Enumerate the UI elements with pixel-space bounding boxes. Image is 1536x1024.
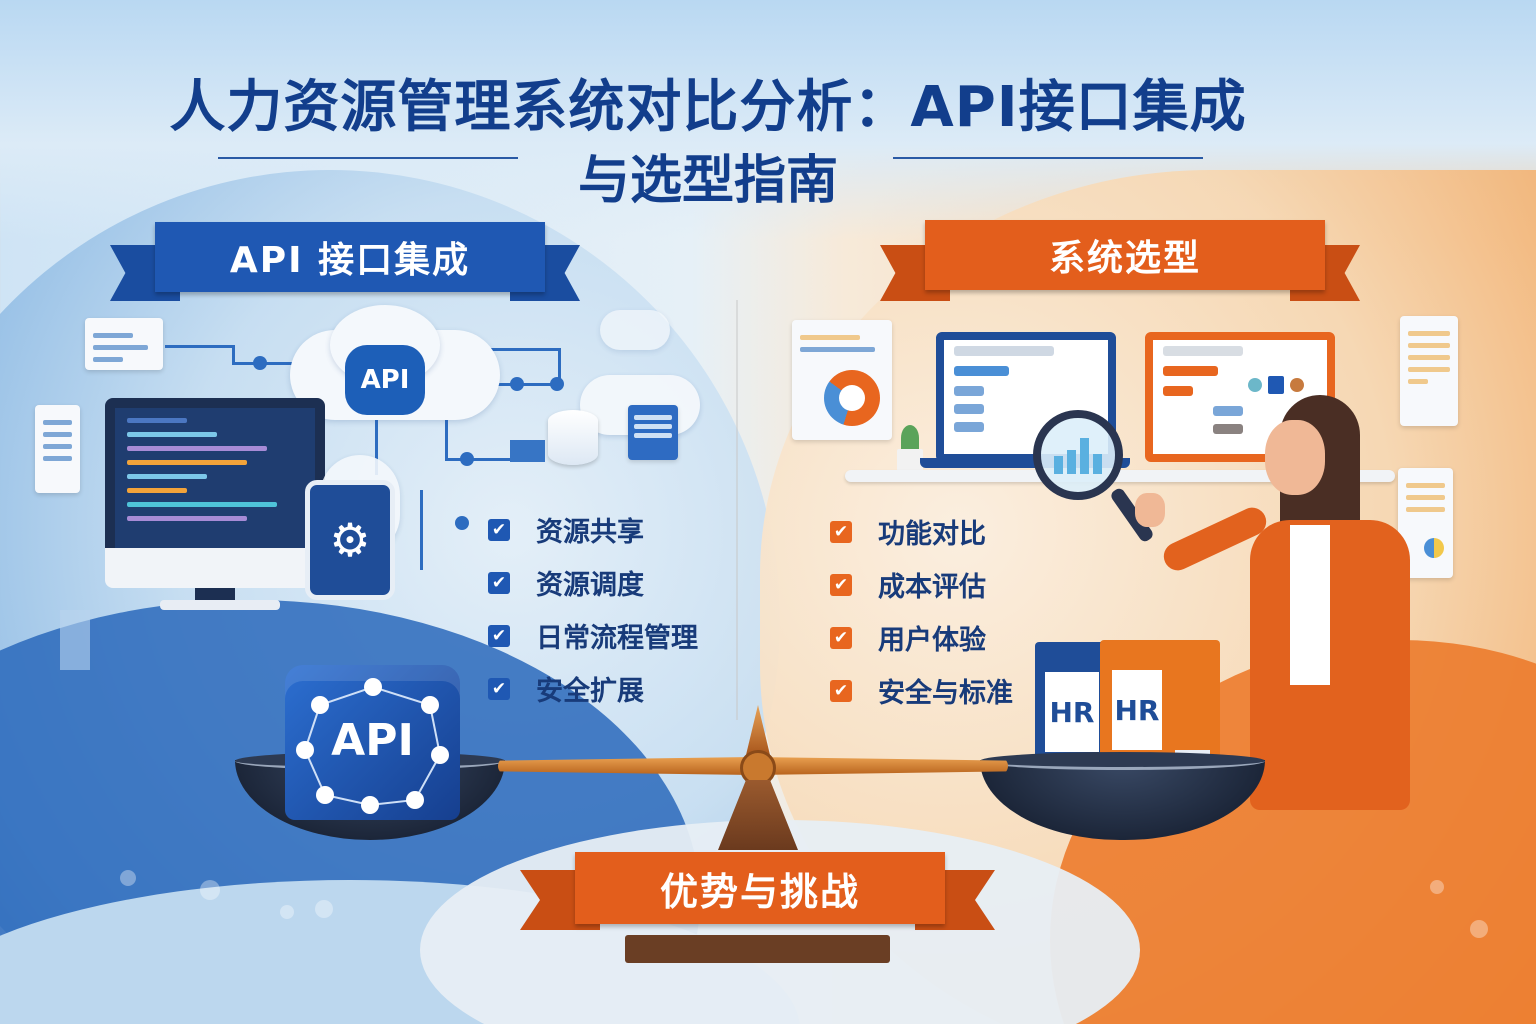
report-card [792, 320, 892, 440]
pipe-icon [510, 440, 545, 462]
api-integration-ribbon: API 接口集成 [155, 222, 545, 292]
connector-node [510, 377, 524, 391]
title-rule-right [893, 157, 1203, 159]
connector-node [460, 452, 474, 466]
server-icon [628, 405, 678, 460]
document-icon [85, 318, 163, 370]
bokeh-dot [200, 880, 220, 900]
api-integration-heading: API 接口集成 [229, 240, 471, 281]
network-nodes-icon [296, 678, 449, 814]
decor-block [60, 610, 90, 670]
bokeh-dot [1470, 920, 1488, 938]
connector-node [253, 356, 267, 370]
connector-line [480, 348, 560, 351]
bokeh-dot [1430, 880, 1444, 894]
scale-pan-right-rim [980, 752, 1265, 770]
title-line-2: 与选型指南 [577, 151, 838, 211]
connector-line [558, 348, 561, 384]
gear-icon: ⚙ [305, 480, 395, 600]
checklist-item: ✔用户体验 [830, 611, 1013, 664]
pros-cons-ribbon: 优势与挑战 [575, 852, 945, 924]
shelf [845, 470, 1395, 482]
system-selection-ribbon: 系统选型 [925, 220, 1325, 290]
connector-node [455, 516, 469, 530]
connector-line [375, 420, 378, 475]
document-icon [1400, 316, 1458, 426]
laptop-base [920, 458, 1130, 468]
pros-cons-heading: 优势与挑战 [659, 869, 860, 914]
checklist-item: ✔安全扩展 [488, 662, 698, 715]
connector-line [232, 345, 235, 363]
connector-line [445, 420, 448, 460]
checklist-item: ✔功能对比 [830, 505, 1013, 558]
page-title: 人力资源管理系统对比分析：API接口集成 [0, 62, 1536, 143]
checklist-item: ✔成本评估 [830, 558, 1013, 611]
document-icon [35, 405, 80, 493]
checklist-item: ✔资源共享 [488, 503, 698, 556]
system-selection-checklist: ✔功能对比 ✔成本评估 ✔用户体验 ✔安全与标准 [830, 505, 1013, 717]
api-badge: API [345, 345, 425, 415]
connector-line [232, 362, 302, 365]
checkbox-checked-icon: ✔ [830, 679, 852, 702]
checklist-item: ✔安全与标准 [830, 664, 1013, 717]
api-integration-checklist: ✔资源共享 ✔资源调度 ✔日常流程管理 ✔安全扩展 [488, 503, 698, 715]
cloud-icon [600, 310, 670, 350]
checkbox-checked-icon: ✔ [488, 624, 510, 647]
checklist-item: ✔资源调度 [488, 556, 698, 609]
magnifier-icon [1033, 410, 1123, 500]
plant-icon [895, 425, 925, 473]
api-cube-icon: API [285, 665, 460, 820]
connector-line [165, 345, 235, 348]
connector-line [445, 458, 515, 461]
checkbox-checked-icon: ✔ [830, 520, 852, 543]
checkbox-checked-icon: ✔ [488, 677, 510, 700]
system-selection-heading: 系统选型 [1048, 238, 1201, 279]
checkbox-checked-icon: ✔ [488, 518, 510, 541]
person-icon [1135, 395, 1410, 815]
checkbox-checked-icon: ✔ [488, 571, 510, 594]
connector-line [420, 490, 423, 570]
page-subtitle: 与选型指南 [0, 138, 1536, 213]
checkbox-checked-icon: ✔ [830, 573, 852, 596]
title-rule-left [218, 157, 518, 159]
checkbox-checked-icon: ✔ [830, 626, 852, 649]
monitor-chin [105, 548, 325, 588]
bokeh-dot [280, 905, 294, 919]
bokeh-dot [120, 870, 136, 886]
center-divider [736, 300, 738, 720]
title-line-1: 人力资源管理系统对比分析：API接口集成 [169, 75, 1247, 140]
monitor-code-icon [105, 398, 325, 558]
checklist-item: ✔日常流程管理 [488, 609, 698, 662]
database-icon [548, 410, 598, 465]
bokeh-dot [315, 900, 333, 918]
scale-base [625, 935, 890, 963]
connector-node [550, 377, 564, 391]
monitor-base [160, 600, 280, 610]
